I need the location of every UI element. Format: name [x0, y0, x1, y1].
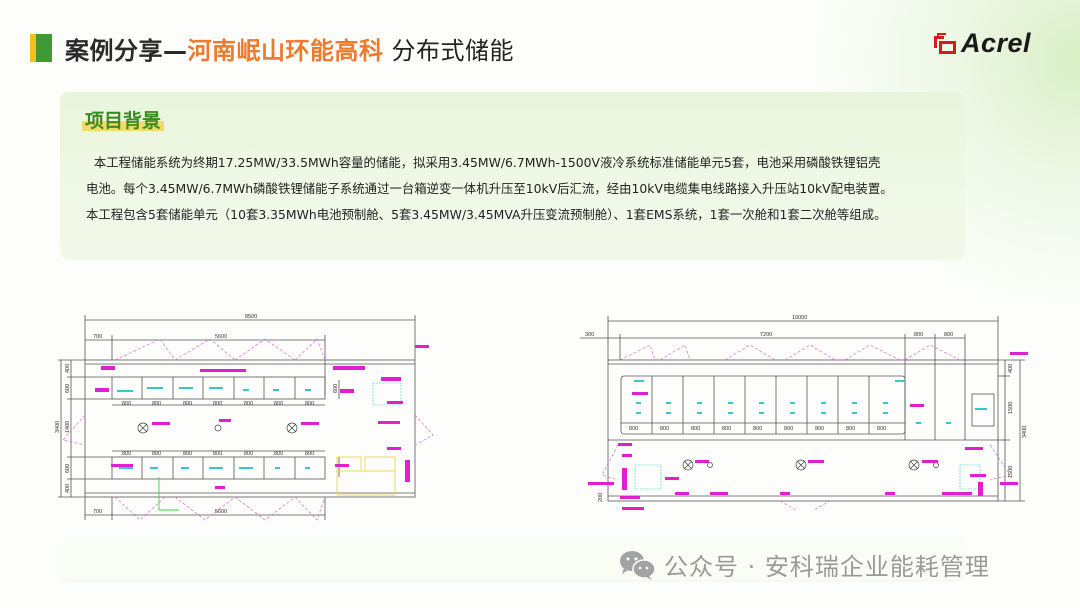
svg-text:800: 800 — [305, 451, 314, 457]
svg-text:800: 800 — [722, 426, 731, 432]
logo-text: Acrel — [961, 28, 1032, 58]
svg-text:200: 200 — [598, 493, 604, 502]
paragraph-line-1: 本工程储能系统为终期17.25MW/33.5MWh容量的储能，拟采用3.45MW… — [93, 155, 881, 170]
svg-text:800: 800 — [274, 451, 283, 457]
svg-text:800: 800 — [846, 426, 855, 432]
svg-text:400: 400 — [65, 364, 71, 373]
title-accent-bar — [30, 34, 52, 62]
paragraph-line-3: 本工程包含5套储能单元（10套3.35MWh电池预制舱、5套3.45MW/3.4… — [86, 207, 887, 222]
dim-overall-width: 8500 — [245, 314, 257, 320]
svg-text:800: 800 — [305, 401, 314, 407]
wechat-icon — [620, 550, 656, 580]
page-title: 案例分享—河南岷山环能高科分布式储能 — [65, 31, 514, 66]
svg-text:800: 800 — [914, 332, 923, 338]
svg-text:800: 800 — [691, 426, 700, 432]
svg-text:800: 800 — [213, 451, 222, 457]
svg-text:800: 800 — [213, 401, 222, 407]
svg-text:800: 800 — [629, 426, 638, 432]
svg-text:400: 400 — [65, 484, 71, 493]
slide-header: 案例分享—河南岷山环能高科分布式储能 — [30, 28, 514, 68]
svg-text:800: 800 — [660, 426, 669, 432]
svg-text:800: 800 — [753, 426, 762, 432]
svg-text:800: 800 — [244, 451, 253, 457]
project-description: 本工程储能系统为终期17.25MW/33.5MWh容量的储能，拟采用3.45MW… — [86, 150, 956, 228]
svg-text:800: 800 — [152, 451, 161, 457]
svg-text:800: 800 — [183, 401, 192, 407]
project-background-panel: 项目背景 本工程储能系统为终期17.25MW/33.5MWh容量的储能，拟采用3… — [60, 92, 965, 260]
svg-text:3400: 3400 — [55, 421, 61, 433]
title-suffix: 分布式储能 — [391, 36, 514, 65]
svg-text:1400: 1400 — [65, 421, 71, 433]
bottom-panel — [60, 540, 965, 580]
svg-text:800: 800 — [183, 451, 192, 457]
dim-overall-width: 10000 — [792, 315, 807, 321]
svg-text:800: 800 — [274, 401, 283, 407]
svg-text:3400: 3400 — [1022, 426, 1028, 438]
svg-text:600: 600 — [65, 384, 71, 393]
watermark: 公众号 · 安科瑞企业能耗管理 — [618, 547, 990, 582]
svg-text:800: 800 — [244, 401, 253, 407]
svg-text:800: 800 — [784, 426, 793, 432]
svg-text:7200: 7200 — [760, 332, 772, 338]
secondary-cabin-floor-plan: 10000 300 7200 800 800 800 800 800 800 8… — [580, 315, 1028, 510]
svg-text:5600: 5600 — [215, 334, 227, 340]
svg-text:5600: 5600 — [215, 509, 227, 515]
svg-text:600: 600 — [333, 384, 339, 393]
title-prefix: 案例分享— — [65, 36, 188, 65]
svg-text:800: 800 — [122, 401, 131, 407]
title-highlight: 河南岷山环能高科 — [187, 36, 384, 65]
svg-text:700: 700 — [93, 334, 102, 340]
primary-cabin-floor-plan: 8500 700 5600 700 5600 800 800 800 800 8… — [55, 314, 434, 521]
svg-text:300: 300 — [585, 332, 594, 338]
svg-text:800: 800 — [877, 426, 886, 432]
section-heading: 项目背景 — [82, 106, 165, 133]
acrel-logo: Acrel — [933, 28, 1031, 59]
svg-text:700: 700 — [93, 509, 102, 515]
svg-text:800: 800 — [815, 426, 824, 432]
svg-text:800: 800 — [944, 332, 953, 338]
svg-text:1500: 1500 — [1008, 466, 1014, 478]
svg-text:1500: 1500 — [1008, 402, 1014, 414]
acrel-logo-icon — [934, 32, 956, 54]
svg-text:400: 400 — [1008, 364, 1014, 373]
watermark-text: 公众号 · 安科瑞企业能耗管理 — [664, 553, 990, 581]
svg-text:800: 800 — [152, 401, 161, 407]
paragraph-line-2: 电池。每个3.45MW/6.7MWh磷酸铁锂储能子系统通过一台箱逆变一体机升压至… — [86, 181, 893, 196]
svg-text:800: 800 — [122, 451, 131, 457]
svg-text:600: 600 — [65, 464, 71, 473]
